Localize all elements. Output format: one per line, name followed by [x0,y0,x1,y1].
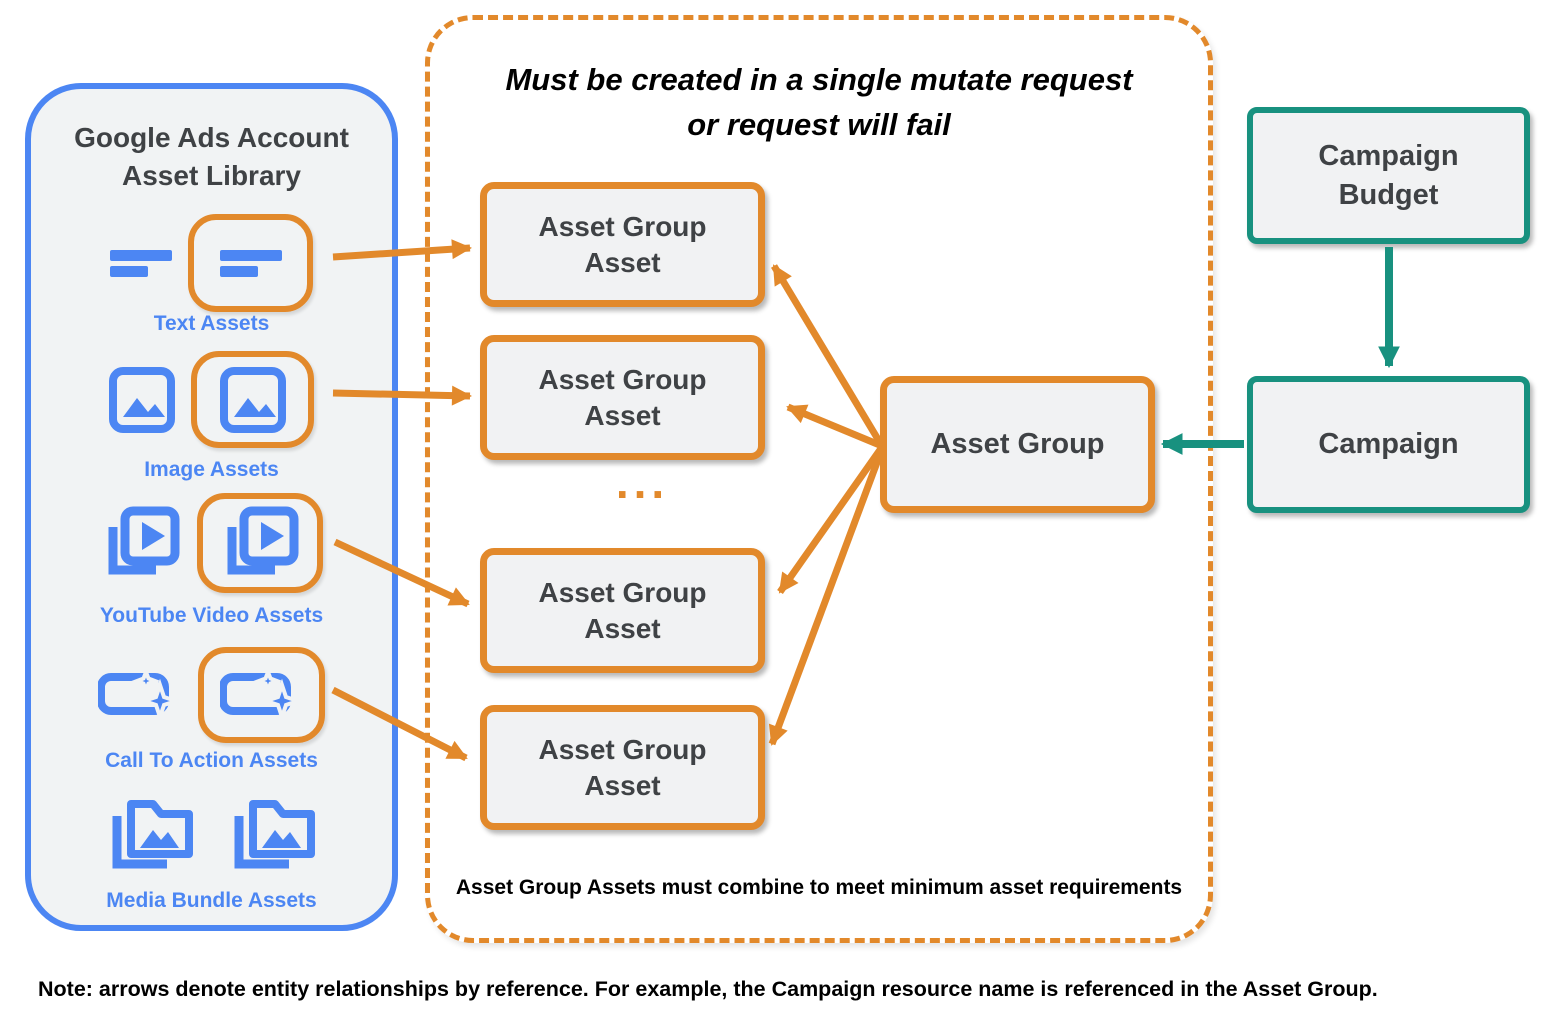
youtube-video-assets-label: YouTube Video Assets [99,604,324,627]
image-assets-row [31,351,392,448]
selected-text-asset-frame [188,214,313,312]
mutate-request-title-line2: or request will fail [687,107,951,142]
asset-group-asset-label: Asset [584,246,661,278]
campaign-budget-label: Campaign [1318,139,1459,172]
text-assets-row [31,213,392,313]
text-assets-label: Text Assets [153,312,270,335]
asset-library-title-line2: Asset Library [122,160,301,191]
asset-group-asset-label: Asset Group [538,733,707,765]
call-to-action-assets-label: Call To Action Assets [105,749,318,772]
mutate-request-title: Must be created in a single mutate reque… [425,57,1213,147]
asset-group-asset-label: Asset [584,612,661,644]
call-to-action-asset-icon [98,669,182,721]
asset-group-asset-box-4: Asset Group Asset [480,705,765,830]
asset-group-asset-label: Asset Group [538,210,707,242]
diagram-note: Note: arrows denote entity relationships… [38,977,1378,1001]
asset-library-title: Google Ads Account Asset Library [31,119,392,195]
asset-group-asset-label: Asset Group [538,576,707,608]
more-asset-group-assets-ellipsis: ... [615,456,670,508]
call-to-action-asset-icon [219,669,304,721]
media-bundle-assets-row [31,789,392,873]
image-asset-icon [109,366,175,433]
mutate-request-footnote: Asset Group Assets must combine to meet … [455,876,1183,899]
mutate-request-title-line1: Must be created in a single mutate reque… [505,62,1133,97]
asset-group-asset-box-1: Asset Group Asset [480,182,765,307]
media-bundle-asset-icon [112,800,193,869]
image-assets-label: Image Assets [144,458,279,481]
selected-youtube-video-asset-frame [196,493,323,593]
media-bundle-asset-icon [234,800,315,869]
image-asset-icon [219,366,286,433]
selected-call-to-action-asset-frame [198,647,325,743]
asset-group-asset-box-3: Asset Group Asset [480,548,765,673]
asset-group-label: Asset Group [930,428,1105,460]
campaign-budget-label: Budget [1338,178,1439,211]
asset-group-asset-label: Asset [584,399,661,431]
asset-library-panel: Google Ads Account Asset Library Text As… [25,83,398,931]
campaign-budget-box: Campaign Budget [1247,107,1530,244]
asset-library-title-line1: Google Ads Account [74,122,349,153]
campaign-box: Campaign [1247,376,1530,513]
asset-group-box: Asset Group [880,376,1155,513]
asset-group-asset-label: Asset [584,769,661,801]
asset-group-asset-box-2: Asset Group Asset [480,335,765,460]
youtube-video-asset-icon [108,506,179,575]
text-asset-icon [110,250,172,277]
youtube-video-assets-row [31,493,392,593]
campaign-label: Campaign [1318,428,1459,460]
youtube-video-asset-icon [227,506,298,575]
media-bundle-assets-label: Media Bundle Assets [106,889,317,912]
text-asset-icon [219,250,282,277]
call-to-action-assets-row [31,647,392,743]
asset-group-asset-label: Asset Group [538,363,707,395]
selected-image-asset-frame [191,351,314,448]
